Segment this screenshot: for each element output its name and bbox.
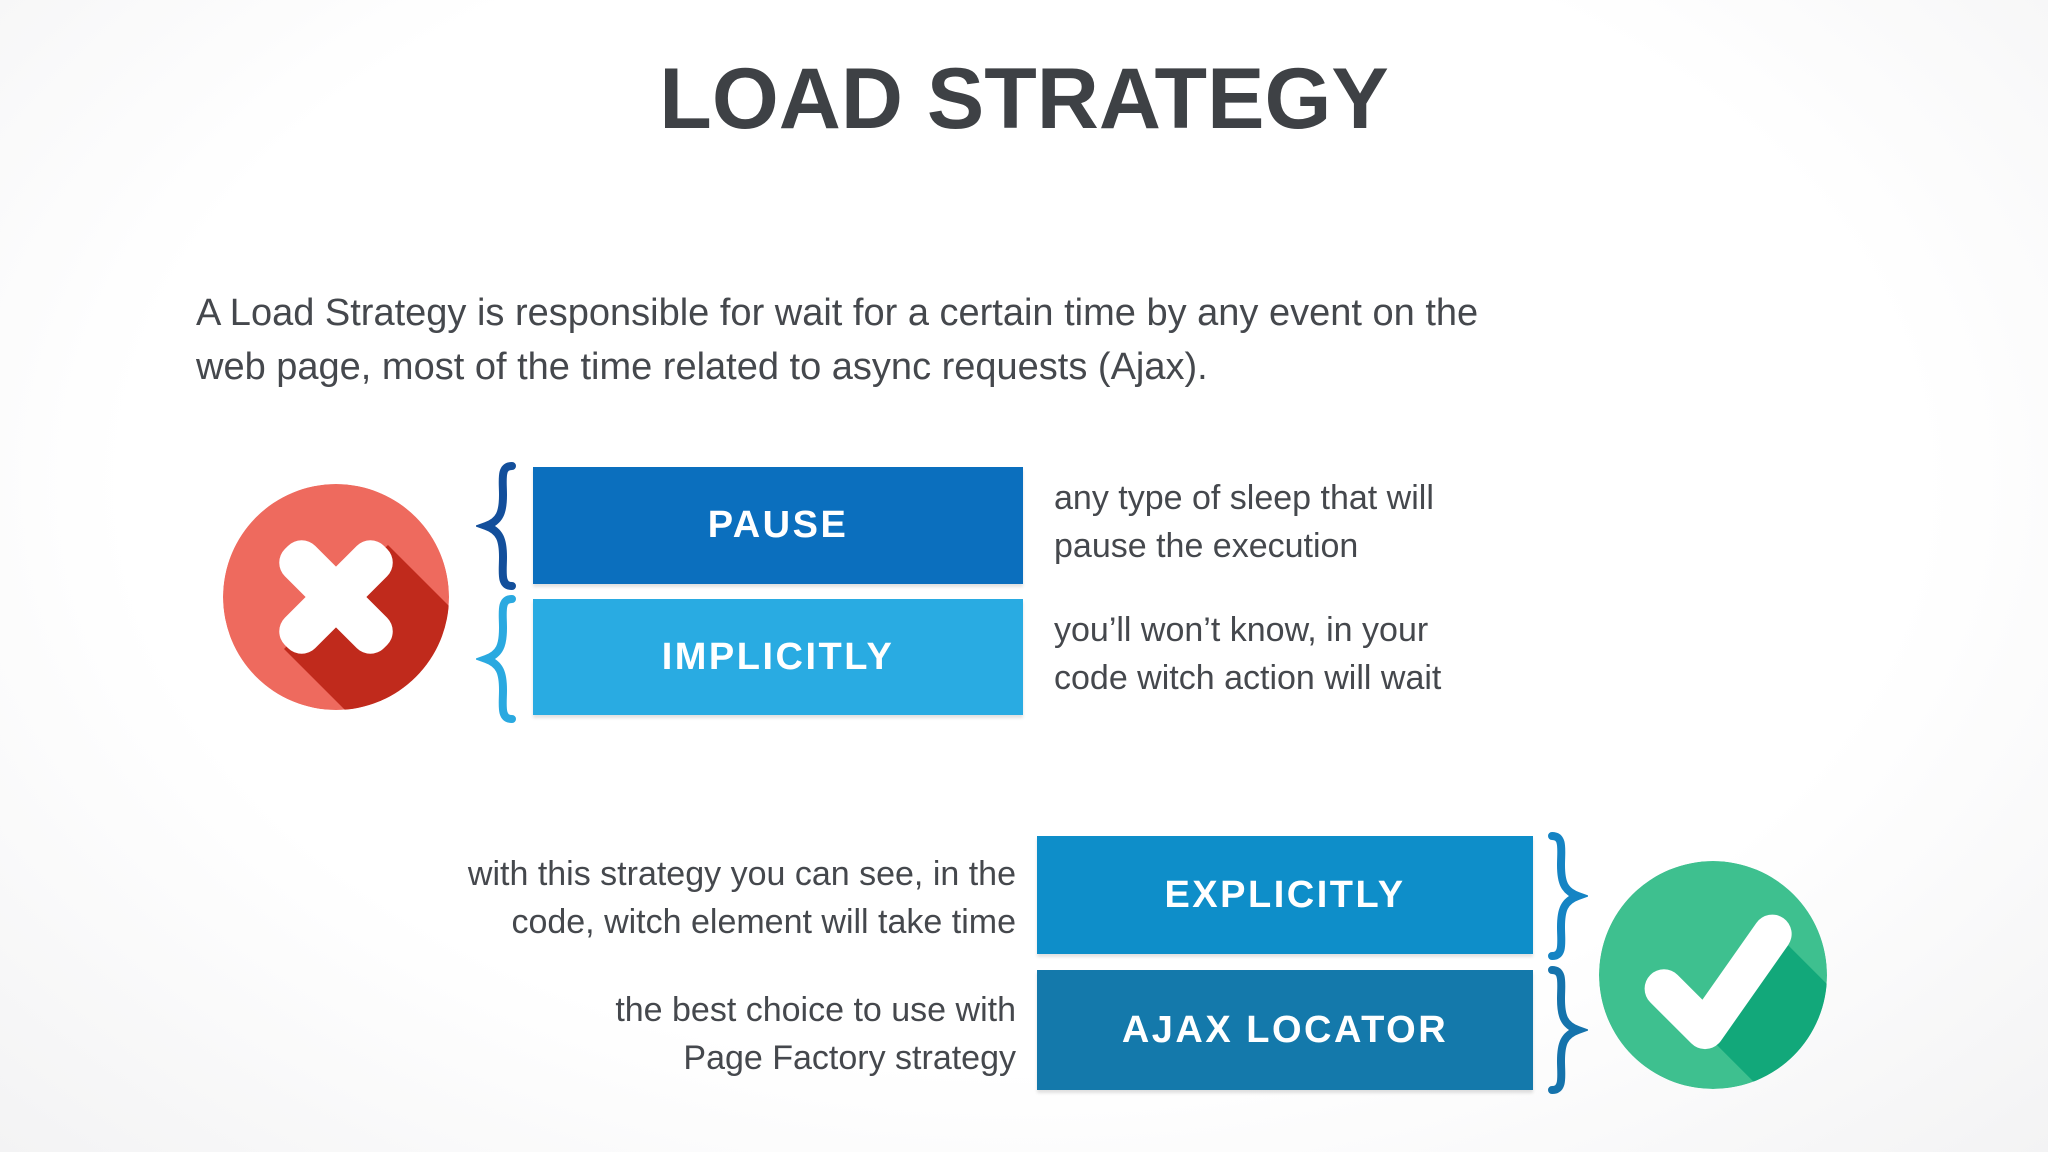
left-brace-icon	[476, 461, 522, 591]
strategy-bar-label: EXPLICITLY	[1164, 873, 1406, 916]
right-brace-icon	[1542, 831, 1588, 961]
pause-description: any type of sleep that will pause the ex…	[1054, 479, 1434, 565]
ajax-locator-description: the best choice to use with Page Factory…	[615, 991, 1016, 1077]
left-brace-icon	[476, 594, 522, 724]
explicitly-description: with this strategy you can see, in the c…	[467, 855, 1016, 941]
strategy-bar-implicitly: IMPLICITLY	[533, 599, 1023, 715]
intro-paragraph: A Load Strategy is responsible for wait …	[196, 292, 1479, 388]
strategy-bar-label: PAUSE	[707, 504, 849, 546]
strategy-bar-explicitly: EXPLICITLY	[1037, 836, 1533, 954]
strategy-bar-label: AJAX LOCATOR	[1121, 1008, 1449, 1051]
implicitly-description: you’ll won’t know, in your code witch ac…	[1054, 611, 1442, 697]
x-circle-icon	[223, 484, 449, 710]
strategy-bar-ajax-locator: AJAX LOCATOR	[1037, 970, 1533, 1090]
page-title: LOAD STRATEGY	[659, 51, 1389, 147]
strategy-bar-pause: PAUSE	[533, 467, 1023, 584]
right-brace-icon	[1542, 965, 1588, 1095]
strategy-bar-label: IMPLICITLY	[661, 635, 895, 678]
check-circle-icon	[1599, 861, 1827, 1089]
